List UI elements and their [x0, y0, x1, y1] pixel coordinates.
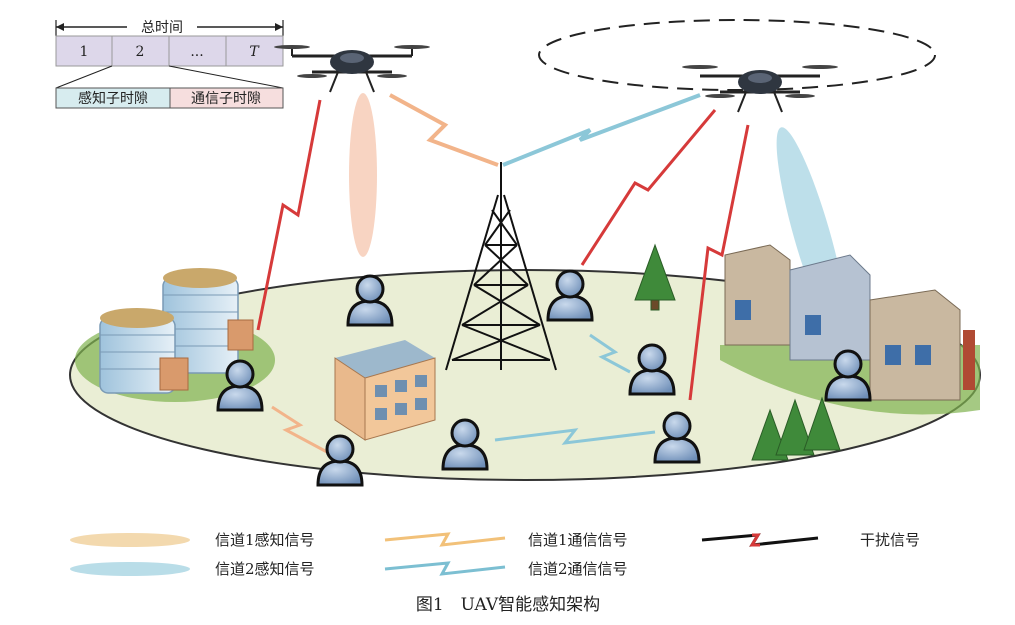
slot-label-ellipsis: ...: [190, 44, 203, 60]
interference-uav2-right: [688, 124, 750, 401]
uav-orbit: [538, 19, 936, 91]
user-user-link-2: [494, 428, 656, 445]
users: [216, 269, 872, 487]
timeline: 总时间 1 2 ... T 感知子时隙 通信子时隙: [55, 17, 284, 109]
legend-label-ch2-sensing: 信道2感知信号: [215, 560, 315, 578]
channel1-sensing-beam: [349, 93, 377, 257]
legend-label-interference: 干扰信号: [860, 531, 920, 549]
apartment-building: [334, 340, 436, 441]
time-slot-T: [225, 35, 284, 67]
comm-subslot-label: 通信子时隙: [191, 91, 261, 107]
slot-label-T: T: [249, 44, 260, 60]
interference-uav1-building: [256, 99, 322, 331]
time-slot-2: [111, 35, 170, 67]
user-user-link-3: [589, 333, 631, 374]
figure-caption: 图1 UAV智能感知架构: [416, 595, 600, 615]
user-terminal: [316, 434, 364, 487]
comm-subslot: [169, 87, 284, 109]
legend-label-ch2-comm: 信道2通信信号: [528, 560, 628, 578]
legend-swatch-ch1-sensing: [70, 533, 190, 547]
time-slot-ellipsis: [168, 35, 227, 67]
legend-swatch-ch2-sensing: [70, 562, 190, 576]
user-terminal: [441, 418, 489, 471]
total-time-label: 总时间: [141, 20, 183, 36]
legend-swatch-ch2-comm: [384, 561, 506, 576]
user-user-link-1: [271, 405, 328, 454]
interference-uav2-user: [580, 109, 717, 266]
user-terminal: [346, 274, 394, 327]
base-station-tower: [445, 162, 557, 371]
uav-2: [682, 65, 838, 113]
legend-label-ch1-comm: 信道1通信信号: [528, 531, 628, 549]
interference-links: [256, 99, 750, 401]
legend-swatch-ch1-comm: [384, 532, 506, 547]
uav1-tower-link: [389, 93, 499, 167]
office-buildings: [75, 268, 275, 402]
slot-label-2: 2: [136, 44, 145, 60]
legend-label-ch1-sensing: 信道1感知信号: [215, 531, 315, 549]
user-terminal: [216, 359, 264, 412]
uav-1: [274, 45, 430, 93]
user-terminal: [628, 343, 676, 396]
legend: 信道1感知信号 信道2感知信号 信道1通信信号 信道2通信信号 干扰信号: [70, 531, 920, 578]
user-terminal: [824, 349, 872, 402]
sensing-subslot-label: 感知子时隙: [78, 90, 148, 107]
uav2-tower-link: [502, 93, 701, 167]
user-terminal: [653, 411, 701, 464]
trees: [634, 243, 841, 461]
comm-links: [271, 93, 701, 454]
user-terminal: [546, 269, 594, 322]
slot-label-1: 1: [80, 44, 89, 60]
